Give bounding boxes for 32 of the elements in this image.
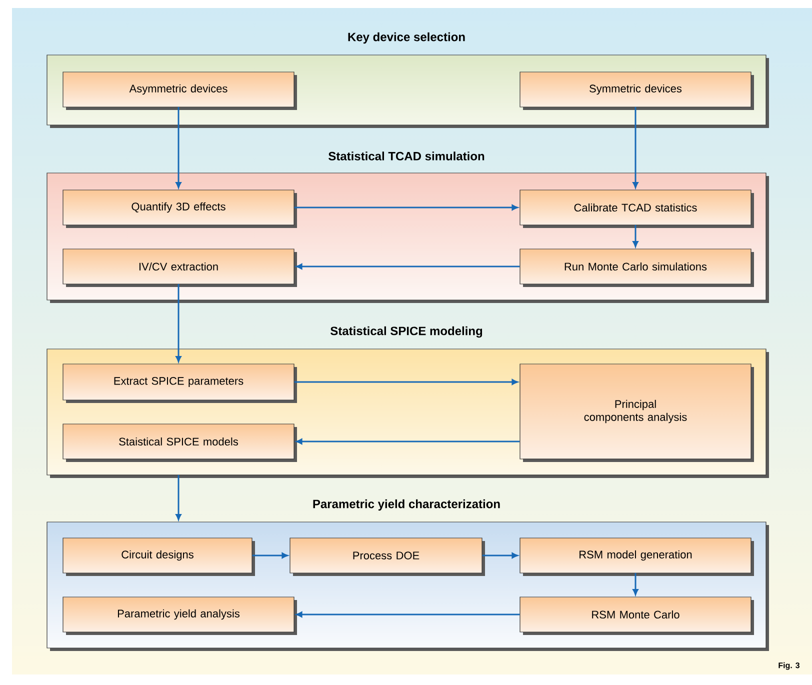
process-box: Calibrate TCAD statistics bbox=[520, 190, 754, 228]
arrow bbox=[176, 284, 182, 362]
arrow bbox=[632, 573, 638, 596]
node-label: Statistical SPICE modeling bbox=[330, 326, 482, 338]
arrow bbox=[296, 264, 520, 270]
process-box: Run Monte Carlo simulations bbox=[520, 248, 754, 287]
node-label: Key device selection bbox=[348, 32, 465, 44]
node-label: Statistical TCAD simulation bbox=[328, 152, 484, 160]
node-label: Parametric yield characterization bbox=[313, 499, 500, 511]
arrow bbox=[632, 107, 638, 188]
process-box: Asymmetric devices bbox=[62, 72, 297, 110]
process-box: Extract SPICE parameters bbox=[62, 364, 297, 403]
process-box: RSM Monte Carlo bbox=[520, 596, 754, 635]
process-box: IV/CV extraction bbox=[62, 248, 297, 287]
process-box: Principal components analysis bbox=[520, 364, 754, 462]
arrow bbox=[252, 552, 288, 558]
process-box: Staistical SPICE models bbox=[62, 424, 297, 462]
process-box: RSM model generation bbox=[520, 538, 754, 576]
arrow bbox=[482, 552, 518, 558]
arrow bbox=[296, 438, 520, 444]
arrow bbox=[176, 107, 182, 188]
arrow bbox=[294, 379, 518, 385]
figure-number: Fig. 3 bbox=[778, 662, 800, 670]
arrow bbox=[176, 475, 182, 520]
process-box: Process DOE bbox=[290, 538, 485, 576]
process-box: Symmetric devices bbox=[520, 72, 754, 110]
process-box: Circuit designs bbox=[62, 538, 255, 576]
arrow bbox=[294, 204, 518, 210]
process-box: Parametric yield analysis bbox=[62, 596, 297, 635]
process-box: Quantify 3D effects bbox=[62, 190, 297, 228]
arrow bbox=[632, 225, 638, 248]
arrow bbox=[296, 612, 520, 618]
